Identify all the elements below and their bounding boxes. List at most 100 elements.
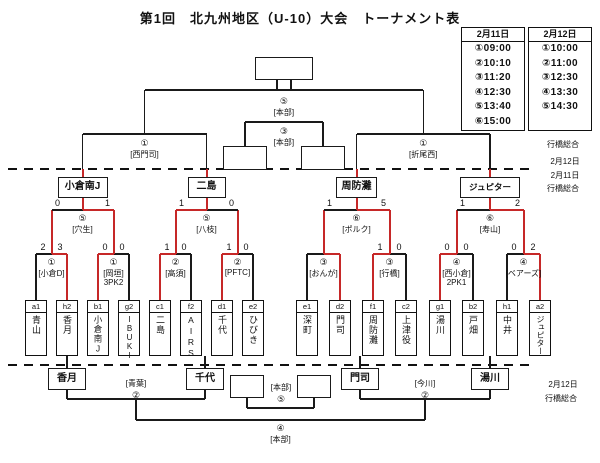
champion-box: [254, 57, 313, 80]
team-seed: f1: [363, 301, 383, 313]
sf-match-number: ①: [419, 137, 428, 148]
consolation-descender: [204, 390, 206, 399]
sf-ascender: [143, 90, 146, 134]
qf-top-line-left: [456, 209, 490, 211]
r1-right-line: [252, 254, 254, 300]
consolation-match1-venue: [青葉]: [125, 379, 147, 388]
qf-winner-ascender: [205, 198, 208, 210]
r1-match-venue: [高須]: [165, 268, 186, 278]
sf-match-number: ①: [140, 137, 149, 148]
r1-score-left: 1: [164, 242, 170, 252]
r1-winner-ascender: [522, 210, 525, 254]
consolation-descender: [66, 390, 68, 399]
schedule-time: ②10:10: [474, 57, 512, 69]
qf-match-number: ⑤: [78, 212, 87, 223]
team-seed: c1: [150, 301, 170, 313]
r1-left-line: [159, 254, 161, 300]
consolation-center-line: [247, 407, 314, 409]
schedule-time: ⑤13:40: [474, 101, 512, 113]
r1-winner-ascender: [322, 210, 325, 254]
sf-right-descender: [489, 134, 491, 169]
qf-match-venue: [寿山]: [479, 225, 501, 234]
consolation-descender: [489, 390, 491, 399]
final-match-number: ⑤: [279, 96, 288, 106]
team-name: AIRS: [186, 315, 196, 359]
r1-top-line-left: [373, 253, 390, 255]
team-seed: h2: [57, 301, 77, 313]
qf-winner-ascender: [81, 198, 84, 210]
r1-left-line: [506, 254, 508, 300]
third-place-number: ③: [279, 125, 288, 136]
champion-tick-right: [290, 80, 292, 90]
annotation-venue-mid-right: 行橋総合: [547, 184, 579, 193]
r1-top-line-right: [51, 253, 67, 255]
team-seed: h1: [497, 301, 517, 313]
team-name: 湯川: [435, 315, 445, 335]
team-name: 中井: [502, 315, 512, 335]
consolation-tick: [489, 356, 491, 368]
r1-right-line: [339, 254, 341, 300]
r1-match-venue: [PFTC]: [224, 267, 251, 277]
r1-top-line-right: [456, 253, 473, 255]
r1-right-line: [539, 254, 541, 300]
team-seed: a1: [26, 301, 46, 313]
r1-right-line: [128, 254, 130, 300]
qf-top-line-right: [82, 209, 114, 211]
third-place-line: [244, 121, 323, 123]
third-place-left-descender: [244, 122, 246, 146]
r1-match-note: 3PK2: [103, 278, 124, 287]
r1-top-line-right: [175, 253, 191, 255]
consolation-match2-venue: [今川]: [414, 379, 436, 388]
r1-match-number: ④: [519, 256, 528, 267]
sf-match-venue: [西門司]: [130, 149, 159, 159]
consolation-tick: [204, 356, 206, 368]
consolation-match1-number: ②: [131, 389, 141, 400]
qf-match-venue: [穴生]: [72, 225, 93, 234]
consolation-team-box: 香月: [48, 368, 86, 390]
r1-top-line-left: [36, 253, 52, 255]
r1-score-right: 2: [530, 242, 536, 252]
qf-winner-box: 周防灘: [336, 177, 377, 198]
third-place-venue: [本部]: [273, 137, 295, 147]
qf-score-left: 1: [178, 198, 185, 208]
r1-match-number: ①: [47, 256, 56, 267]
third-place-left-box: [222, 146, 267, 170]
r1-match-venue: [岡垣]: [103, 268, 124, 278]
schedule-time: ⑤14:30: [541, 101, 579, 113]
final-match-venue: [本部]: [273, 108, 295, 117]
consolation-match1-descender: [135, 399, 137, 420]
r1-score-right: 0: [243, 242, 249, 252]
r1-right-line: [190, 254, 192, 300]
sf-ascender: [422, 90, 424, 134]
schedule-time: ②11:00: [542, 57, 578, 69]
qf-winner-tick: [81, 169, 84, 177]
team-seed: d2: [330, 301, 350, 313]
final-line: [144, 89, 424, 91]
team-name: 門司: [335, 315, 345, 335]
qf-top-line-left: [175, 209, 207, 211]
r1-winner-ascender: [174, 210, 177, 254]
sf-top-line: [356, 133, 490, 135]
third-place-right-descender: [322, 122, 324, 146]
page-title: 第1回 北九州地区（U-10）大会 トーナメント表: [139, 11, 461, 26]
schedule-time: ①10:00: [541, 43, 579, 54]
r1-winner-ascender: [112, 210, 115, 254]
r1-top-line-left: [222, 253, 238, 255]
qf-score-left: 0: [54, 198, 61, 208]
sf-match-venue: [折尾西]: [409, 149, 438, 159]
team-seed: g2: [119, 301, 139, 313]
team-name: 戸畑: [468, 315, 478, 335]
r1-winner-ascender: [455, 210, 458, 254]
consolation-center-number: ⑤: [276, 393, 286, 404]
consolation-tick: [66, 356, 68, 368]
consolation-team-box: 湯川: [471, 368, 509, 390]
team-seed: b2: [463, 301, 483, 313]
